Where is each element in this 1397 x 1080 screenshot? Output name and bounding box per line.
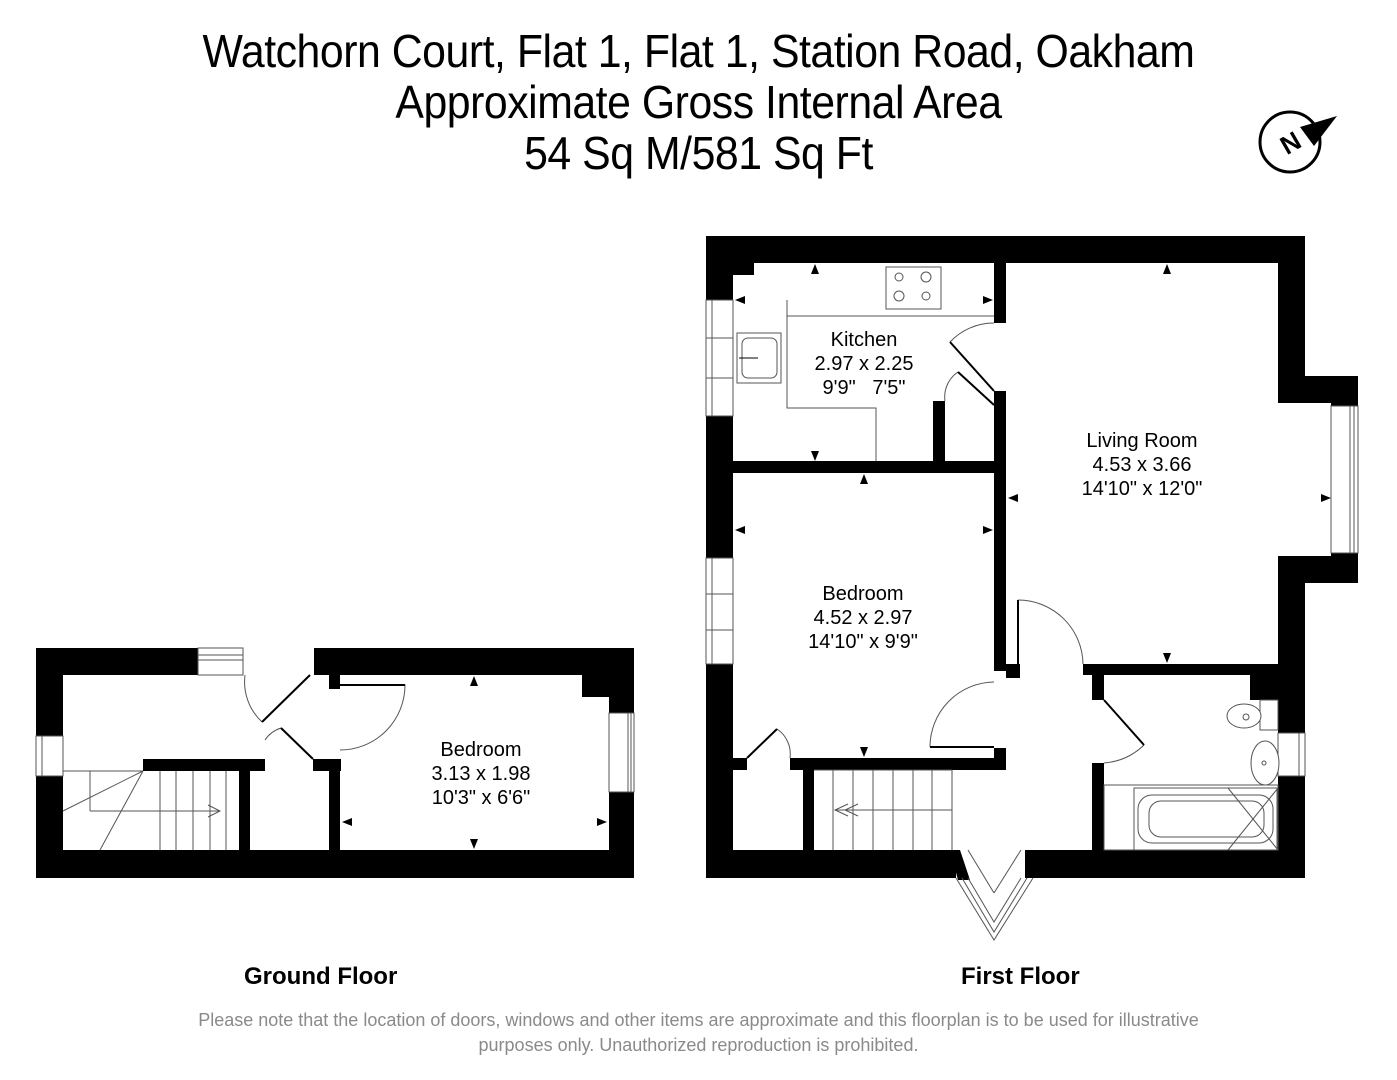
disclaimer: Please note that the location of doors, …: [0, 1008, 1397, 1058]
svg-text:4.52 x 2.97: 4.52 x 2.97: [814, 607, 913, 629]
first-bedroom-label: Bedroom 4.52 x 2.97 14'10" x 9'9": [808, 583, 918, 653]
north-compass-icon: N: [1258, 110, 1337, 174]
first-floor-label: First Floor: [961, 963, 1080, 990]
svg-text:N: N: [1275, 125, 1306, 160]
svg-text:3.13 x 1.98: 3.13 x 1.98: [432, 763, 531, 785]
svg-text:Bedroom: Bedroom: [822, 583, 903, 605]
svg-text:9'9" 7'5": 9'9" 7'5": [823, 377, 906, 399]
svg-text:Living Room: Living Room: [1086, 430, 1197, 452]
first-floor-plan: [706, 236, 1358, 880]
svg-text:Kitchen: Kitchen: [831, 329, 898, 351]
ground-floor-plan: [36, 648, 634, 878]
svg-text:14'10" x 12'0": 14'10" x 12'0": [1082, 478, 1203, 500]
ground-bedroom-label: Bedroom 3.13 x 1.98 10'3" x 6'6": [432, 739, 531, 809]
living-room-label: Living Room 4.53 x 3.66 14'10" x 12'0": [1082, 430, 1203, 500]
svg-text:2.97 x 2.25: 2.97 x 2.25: [815, 353, 914, 375]
total-area: 54 Sq M/581 Sq Ft: [524, 127, 873, 179]
kitchen-label: Kitchen 2.97 x 2.25 9'9" 7'5": [815, 329, 914, 399]
svg-text:4.53 x 3.66: 4.53 x 3.66: [1093, 454, 1192, 476]
svg-text:14'10" x 9'9": 14'10" x 9'9": [808, 631, 918, 653]
svg-text:10'3" x 6'6": 10'3" x 6'6": [432, 787, 531, 809]
ground-floor-label: Ground Floor: [244, 963, 398, 990]
disclaimer-line-2: purposes only. Unauthorized reproduction…: [478, 1035, 919, 1055]
svg-text:Bedroom: Bedroom: [440, 739, 521, 761]
area-subtitle: Approximate Gross Internal Area: [395, 76, 1002, 128]
property-address-title: Watchorn Court, Flat 1, Flat 1, Station …: [202, 25, 1195, 77]
disclaimer-line-1: Please note that the location of doors, …: [198, 1010, 1199, 1030]
